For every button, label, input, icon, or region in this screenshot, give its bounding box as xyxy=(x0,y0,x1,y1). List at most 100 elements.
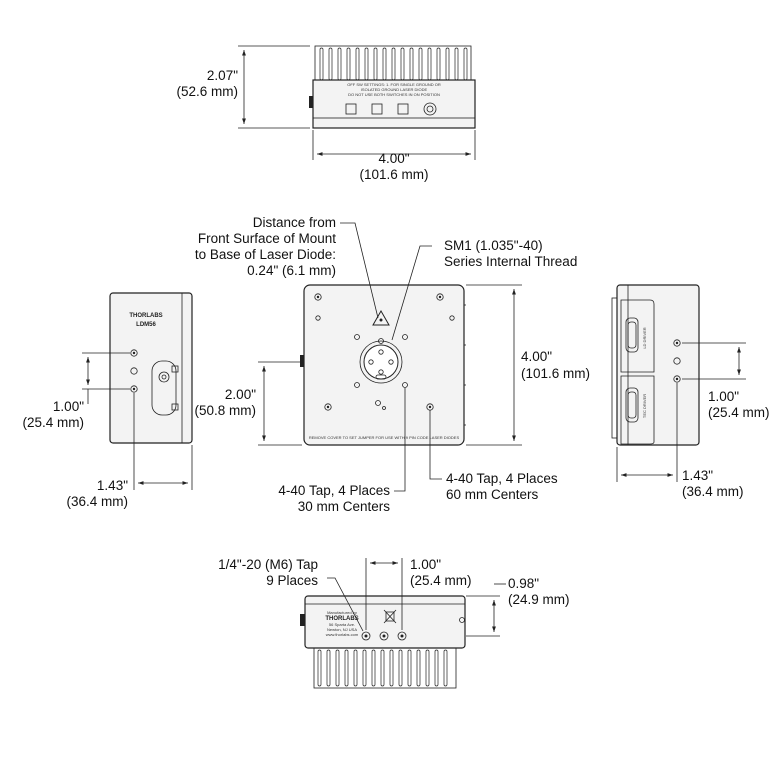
bottom-tap-note-1: 1/4"-20 (M6) Tap xyxy=(218,557,318,572)
thread-leader xyxy=(391,245,432,341)
front-center-in: 2.00" xyxy=(225,387,256,402)
left-body xyxy=(109,292,193,444)
mfg-line-4: Newton, NJ USA xyxy=(327,627,357,632)
right-connector-label-1: LD DRIVER xyxy=(642,327,647,348)
front-center-mm: (50.8 mm) xyxy=(194,403,256,418)
top-switch-2 xyxy=(371,103,383,115)
tap30-note-2: 30 mm Centers xyxy=(298,499,391,514)
bottom-tap-leader xyxy=(327,577,364,632)
left-depth-in: 1.43" xyxy=(97,478,128,493)
top-heatsink-fin xyxy=(382,47,387,81)
bottom-knob xyxy=(300,614,305,626)
bottom-heatsink-fin xyxy=(434,649,439,687)
top-view-body xyxy=(312,79,476,129)
ld-driver-panel xyxy=(620,299,655,373)
distance-note-4: 0.24" (6.1 mm) xyxy=(247,263,336,278)
bottom-heatsink-fin xyxy=(344,649,349,687)
top-heatsink-fin xyxy=(328,47,333,81)
tap60-leader xyxy=(429,410,442,480)
top-connector-icon xyxy=(423,102,437,116)
top-panel-text-3: DO NOT USE BOTH SWITCHES IN ON POSITION xyxy=(348,92,440,97)
front-bottom-text: REMOVE COVER TO SET JUMPER FOR USE WITH … xyxy=(309,435,460,440)
left-view: THORLABS LDM56 1.00" (25.4 mm) 1.43" (36… xyxy=(22,292,193,509)
distance-note-1: Distance from xyxy=(253,215,336,230)
tap30-leader xyxy=(394,388,406,492)
right-connector-label-2: TEC DRIVER xyxy=(642,394,647,418)
bottom-view: Manufactured by THORLABS 56 Sparta Ave. … xyxy=(218,557,570,689)
bottom-heatsink-fin xyxy=(389,649,394,687)
tec-driver-db9-icon xyxy=(625,387,639,423)
sm1-thread-outer xyxy=(359,340,403,384)
top-heatsink-fin xyxy=(409,47,414,81)
right-spacing-in: 1.00" xyxy=(708,389,739,404)
bottom-offset-in: 0.98" xyxy=(508,576,539,591)
top-height-in: 2.07" xyxy=(207,68,238,83)
top-heatsink-fin xyxy=(355,47,360,81)
bottom-heatsink-fin xyxy=(371,649,376,687)
bottom-heatsink-fin xyxy=(362,649,367,687)
top-view-knob xyxy=(309,96,313,108)
distance-note-3: to Base of Laser Diode: xyxy=(195,247,336,262)
bottom-heatsink-fin xyxy=(398,649,403,687)
front-height-mm: (101.6 mm) xyxy=(521,366,590,381)
right-depth-mm: (36.4 mm) xyxy=(682,484,744,499)
bottom-heatsink-fin xyxy=(416,649,421,687)
left-depth-mm: (36.4 mm) xyxy=(66,494,128,509)
bottom-tap-note-2: 9 Places xyxy=(266,573,318,588)
top-view: OFF SW SETTINGS: 1. FOR SINGLE GROUND OR… xyxy=(176,45,476,182)
front-small-switch xyxy=(375,400,381,406)
top-height-mm: (52.6 mm) xyxy=(176,84,238,99)
top-switch-3 xyxy=(397,103,409,115)
mfg-line-1: Manufactured by xyxy=(327,610,357,615)
front-knob xyxy=(300,355,304,367)
distance-leader xyxy=(340,222,379,319)
bottom-heatsink-fin xyxy=(335,649,340,687)
mfg-line-3: 56 Sparta Ave. xyxy=(329,622,355,627)
tap60-note-1: 4-40 Tap, 4 Places xyxy=(446,471,558,486)
bottom-heatsink-fin xyxy=(317,649,322,687)
distance-note-2: Front Surface of Mount xyxy=(198,231,336,246)
top-width-mm: (101.6 mm) xyxy=(359,167,428,182)
top-heatsink-fin xyxy=(418,47,423,81)
right-depth-in: 1.43" xyxy=(682,468,713,483)
right-body xyxy=(616,284,700,446)
thread-note-1: SM1 (1.035"-40) xyxy=(444,238,543,253)
bottom-heatsink-fin xyxy=(380,649,385,687)
left-connector-panel xyxy=(151,360,177,416)
bottom-offset-mm: (24.9 mm) xyxy=(508,592,570,607)
top-heatsink-fin xyxy=(436,47,441,81)
mfg-line-2: THORLABS xyxy=(325,616,358,622)
top-heatsink-fin xyxy=(346,47,351,81)
left-brand: THORLABS xyxy=(129,313,162,319)
top-heatsink-fin xyxy=(445,47,450,81)
laser-warning-icon xyxy=(372,309,390,326)
weee-bin-icon xyxy=(383,609,397,624)
mfg-line-5: www.thorlabs.com xyxy=(326,632,359,637)
tap60-note-2: 60 mm Centers xyxy=(446,487,539,502)
ld-driver-db9-icon xyxy=(625,317,639,353)
left-spacing-mm: (25.4 mm) xyxy=(22,415,84,430)
top-heatsink-fin xyxy=(319,47,324,81)
right-view: LD DRIVER TEC DRIVER 1.00" (25.4 mm) 1.4… xyxy=(611,284,770,499)
bottom-view-heatsink xyxy=(313,647,457,689)
right-spacing-mm: (25.4 mm) xyxy=(708,405,770,420)
top-heatsink-fin xyxy=(337,47,342,81)
front-30mm-holes xyxy=(354,334,408,388)
left-connector-icon xyxy=(158,371,170,383)
left-spacing-in: 1.00" xyxy=(53,399,84,414)
top-width-in: 4.00" xyxy=(378,151,409,166)
bottom-heatsink-fin xyxy=(425,649,430,687)
top-switch-1 xyxy=(345,103,357,115)
top-heatsink-fin xyxy=(463,47,468,81)
front-view: REMOVE COVER TO SET JUMPER FOR USE WITH … xyxy=(194,215,590,514)
front-height-in: 4.00" xyxy=(521,349,552,364)
top-heatsink-fin xyxy=(427,47,432,81)
top-heatsink-fin xyxy=(454,47,459,81)
top-panel-text-1: OFF SW SETTINGS: 1. FOR SINGLE GROUND OR xyxy=(347,82,441,87)
top-heatsink-fin xyxy=(364,47,369,81)
bottom-tap-holes xyxy=(361,617,465,641)
top-panel-text-2: ISOLATED GROUND LASER DIODE xyxy=(361,87,428,92)
tec-driver-panel xyxy=(620,375,655,445)
